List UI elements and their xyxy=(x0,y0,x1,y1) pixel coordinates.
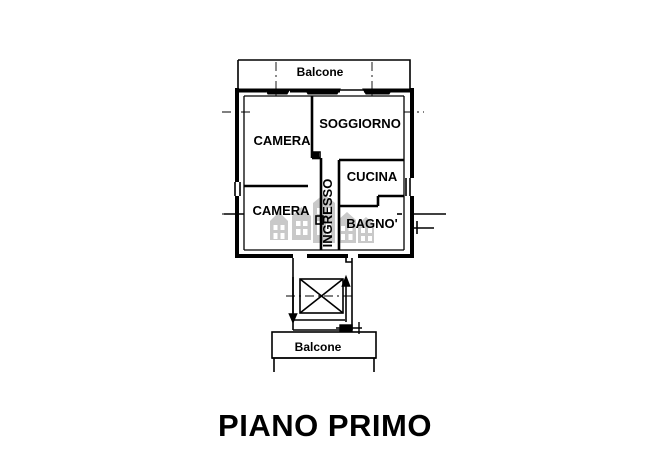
room-labels: CAMERA SOGGIORNO CAMERA CUCINA BAGNO' IN… xyxy=(252,116,400,247)
left-side-openings xyxy=(224,182,244,215)
centre-lines xyxy=(222,62,424,297)
interior-walls xyxy=(244,96,404,250)
top-openings xyxy=(264,88,393,95)
room-label-soggiorno: SOGGIORNO xyxy=(319,116,401,131)
stair-direction-arrows-icon xyxy=(288,274,351,324)
stair-shaft-box-icon xyxy=(299,278,344,314)
right-side-openings xyxy=(405,178,446,234)
exterior-wall-inner-faces xyxy=(243,95,405,251)
room-label-cucina: CUCINA xyxy=(347,169,398,184)
page-title: PIANO PRIMO xyxy=(218,408,432,443)
balcony-bottom-outline xyxy=(271,331,377,372)
room-label-ingresso: INGRESSO xyxy=(320,179,335,248)
watermark-buildings-icon xyxy=(270,194,374,243)
room-label-camera-1: CAMERA xyxy=(253,133,311,148)
door-marks xyxy=(313,151,402,263)
room-label-camera-2: CAMERA xyxy=(252,203,310,218)
balcony-labels: Balcone Balcone xyxy=(295,65,344,354)
room-label-bagno: BAGNO' xyxy=(346,216,397,231)
balcony-label-top: Balcone xyxy=(297,65,344,79)
balcony-label-bottom: Balcone xyxy=(295,340,342,354)
